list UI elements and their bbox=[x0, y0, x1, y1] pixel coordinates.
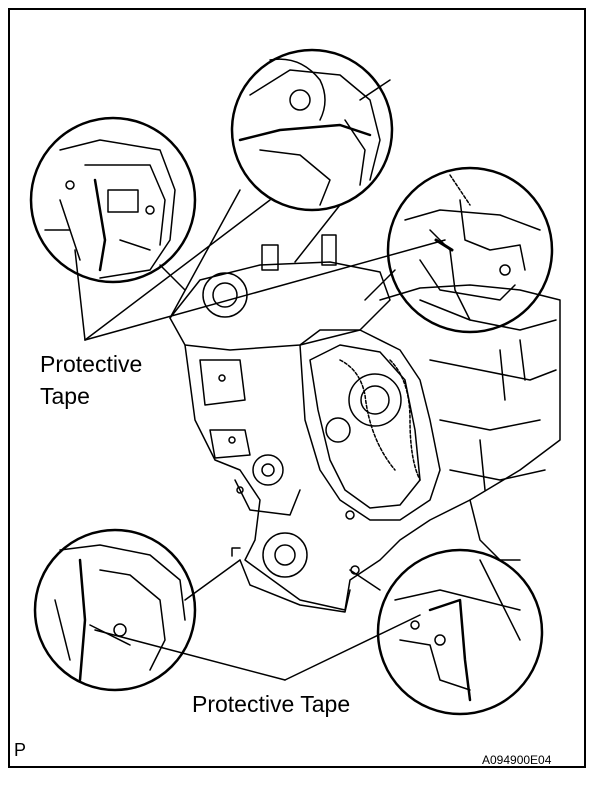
detail-circle-bottom-right bbox=[376, 548, 544, 716]
label-protective-tape-bottom: Protective Tape bbox=[192, 691, 351, 717]
corner-mark: P bbox=[14, 740, 27, 760]
detail-circle-top-right bbox=[386, 166, 554, 334]
label-protective-tape-top-line2: Tape bbox=[40, 383, 90, 409]
figure-frame bbox=[8, 8, 586, 768]
figure-code: A094900E04 bbox=[482, 753, 552, 767]
engine-block bbox=[169, 234, 561, 613]
detail-circle-top-center bbox=[230, 48, 394, 212]
detail-circle-bottom-left bbox=[33, 528, 197, 692]
leader-lines bbox=[74, 189, 446, 681]
label-protective-tape-top-line1: Protective bbox=[40, 351, 143, 377]
detail-circle-top-left bbox=[29, 116, 197, 284]
